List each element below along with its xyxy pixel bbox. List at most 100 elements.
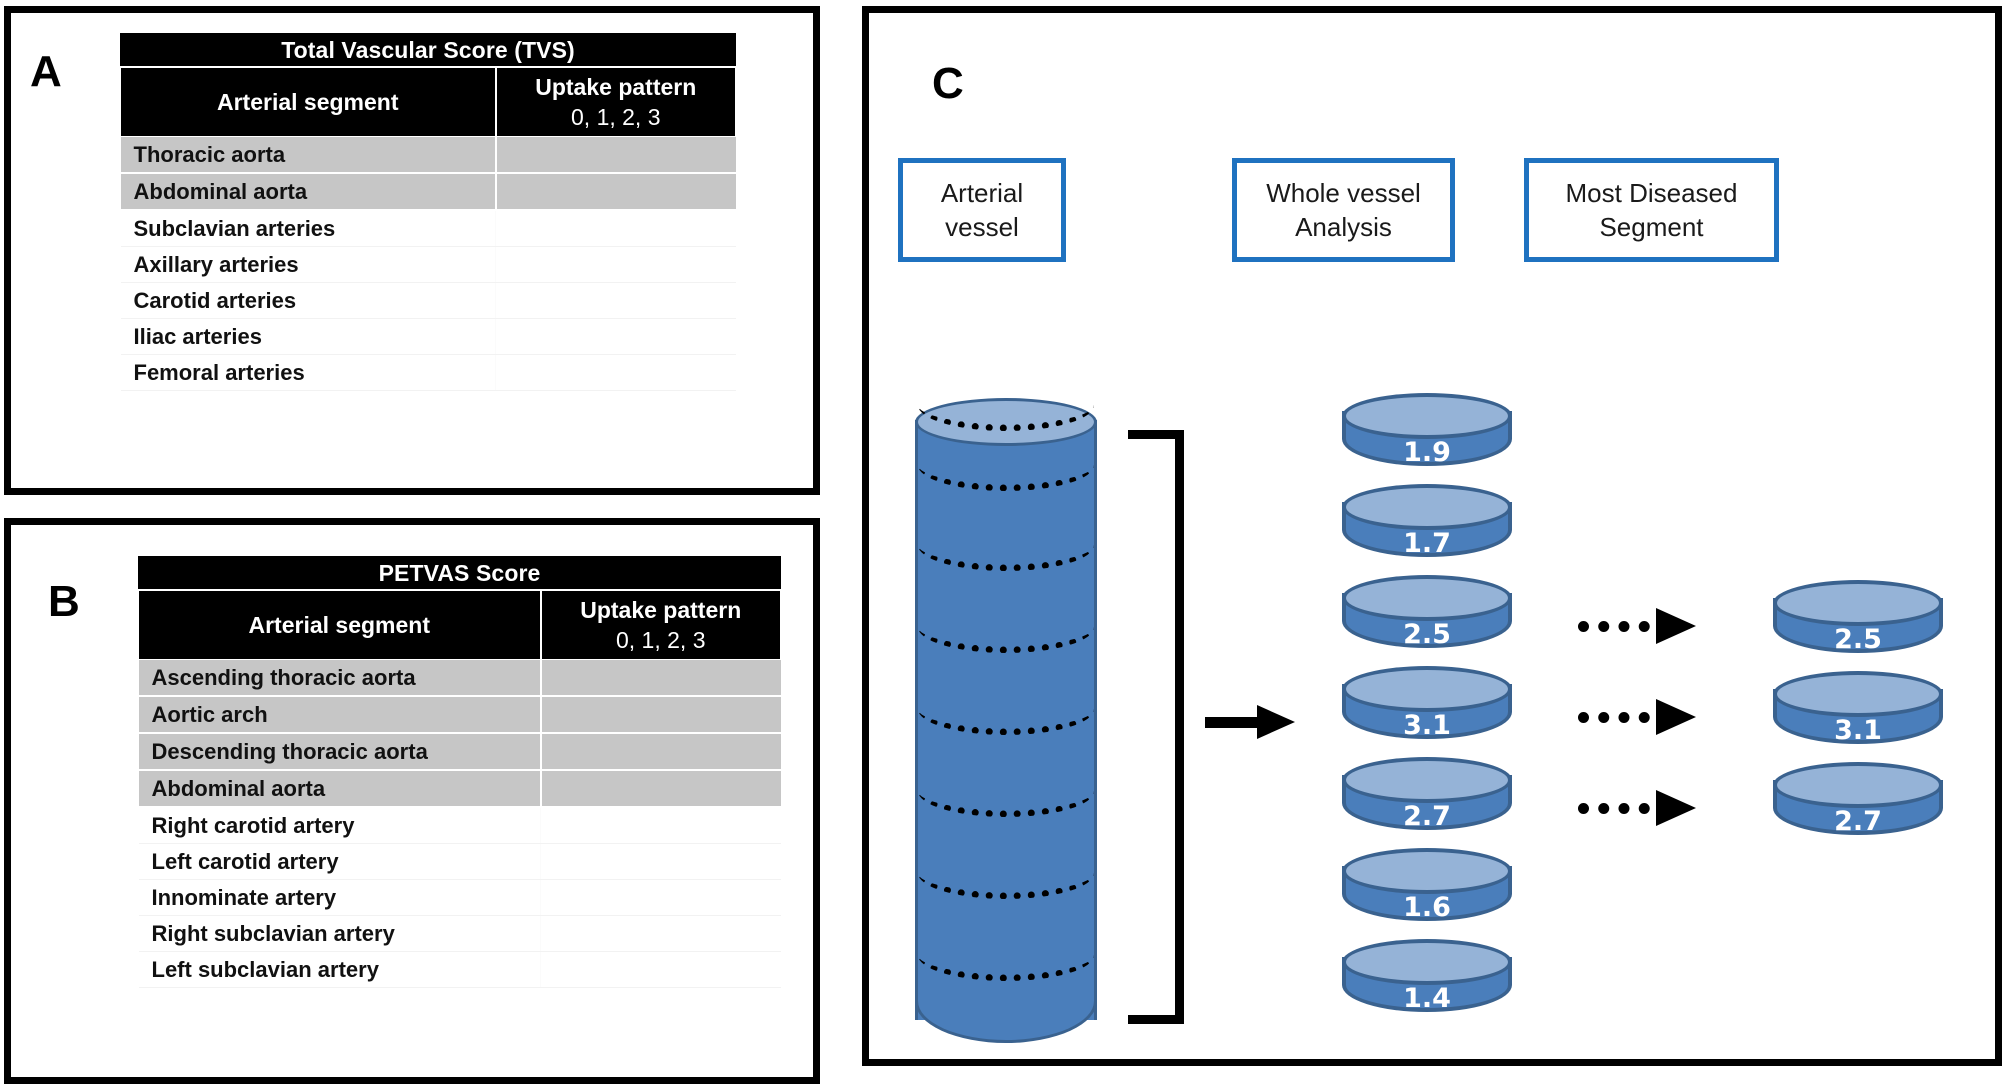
petvas-uptake-cell[interactable]	[540, 807, 781, 844]
panel-a-letter: A	[30, 47, 62, 96]
petvas-uptake-cell[interactable]	[540, 951, 781, 988]
petvas-segment-label: Right carotid artery	[138, 807, 541, 844]
tvs-header-uptake-line2: 0, 1, 2, 3	[571, 103, 661, 130]
table-row: Right carotid artery	[138, 807, 781, 844]
tvs-segment-label: Thoracic aorta	[120, 136, 496, 174]
disc-value: 1.9	[1403, 437, 1451, 468]
table-row: Abdominal aorta	[120, 173, 736, 211]
table-row: Abdominal aorta	[138, 770, 781, 808]
tvs-segment-label: Abdominal aorta	[120, 173, 496, 211]
vessel-grouping-bracket	[1128, 430, 1184, 1024]
petvas-uptake-cell[interactable]	[539, 770, 781, 808]
disc-top-ellipse	[1342, 848, 1512, 894]
dashed-arrow-shaft	[1578, 712, 1670, 723]
arterial-vessel-cylinder-icon	[915, 398, 1097, 1043]
table-row: Left carotid artery	[138, 843, 781, 880]
dashed-arrow-head	[1656, 790, 1696, 826]
disc-top-ellipse	[1773, 762, 1943, 808]
most-diseased-label-line2: Segment	[1599, 212, 1704, 242]
petvas-uptake-cell[interactable]	[539, 733, 781, 771]
dashed-arrow-head	[1656, 699, 1696, 735]
whole-vessel-disc: 3.1	[1342, 666, 1512, 751]
disc-value: 1.7	[1403, 528, 1451, 559]
tvs-segment-label: Iliac arteries	[120, 318, 496, 355]
cylinder-slice-divider	[918, 866, 1094, 899]
tvs-uptake-cell[interactable]	[494, 173, 736, 211]
whole-vessel-disc: 1.9	[1342, 393, 1512, 478]
most-diseased-dashed-arrow-icon	[1578, 699, 1703, 735]
disc-value: 1.4	[1403, 983, 1451, 1014]
tvs-segment-label: Femoral arteries	[120, 354, 496, 391]
tvs-uptake-cell[interactable]	[494, 318, 736, 355]
tvs-uptake-cell[interactable]	[494, 354, 736, 391]
disc-value: 1.6	[1403, 892, 1451, 923]
disc-top-ellipse	[1342, 393, 1512, 439]
cylinder-slice-divider	[918, 784, 1094, 817]
table-row: Axillary arteries	[120, 246, 736, 283]
tvs-uptake-cell[interactable]	[494, 210, 736, 247]
cylinder-slice-divider	[918, 702, 1094, 735]
cylinder-slice-divider	[918, 620, 1094, 653]
petvas-segment-label: Ascending thoracic aorta	[138, 659, 541, 697]
petvas-uptake-cell[interactable]	[539, 659, 781, 697]
petvas-segment-label: Aortic arch	[138, 696, 541, 734]
vessel-to-analysis-arrow-icon	[1205, 705, 1295, 739]
disc-top-ellipse	[1773, 580, 1943, 626]
disc-value: 2.5	[1834, 624, 1882, 655]
whole-vessel-disc: 2.7	[1342, 757, 1512, 842]
tvs-header-uptake: Uptake pattern 0, 1, 2, 3	[494, 66, 737, 137]
arterial-vessel-box: Arterial vessel	[898, 158, 1066, 262]
tvs-uptake-cell[interactable]	[494, 246, 736, 283]
arrow-head	[1257, 705, 1295, 739]
petvas-segment-label: Left carotid artery	[138, 843, 541, 880]
table-row: Subclavian arteries	[120, 210, 736, 247]
petvas-segment-label: Innominate artery	[138, 879, 541, 916]
arrow-shaft	[1205, 717, 1263, 728]
petvas-segment-label: Left subclavian artery	[138, 951, 541, 988]
table-row: Femoral arteries	[120, 354, 736, 391]
petvas-header-uptake-line2: 0, 1, 2, 3	[615, 626, 706, 653]
table-row: Ascending thoracic aorta	[138, 659, 781, 697]
most-diseased-disc: 3.1	[1773, 671, 1943, 756]
dashed-arrow-shaft	[1578, 803, 1670, 814]
disc-top-ellipse	[1342, 666, 1512, 712]
petvas-header-uptake: Uptake pattern 0, 1, 2, 3	[539, 589, 781, 660]
tvs-uptake-cell[interactable]	[494, 282, 736, 319]
disc-top-ellipse	[1342, 939, 1512, 985]
disc-value: 3.1	[1834, 715, 1882, 746]
petvas-segment-label: Descending thoracic aorta	[138, 733, 541, 771]
whole-vessel-analysis-box: Whole vessel Analysis	[1232, 158, 1455, 262]
bracket-top-arm	[1128, 430, 1184, 439]
most-diseased-label-line1: Most Diseased	[1565, 177, 1738, 208]
tvs-table-title: Total Vascular Score (TVS)	[119, 33, 737, 68]
panel-b-letter: B	[48, 577, 80, 626]
whole-vessel-disc: 2.5	[1342, 575, 1512, 660]
petvas-segment-label: Abdominal aorta	[138, 770, 541, 808]
cylinder-slice-divider	[918, 458, 1094, 491]
disc-value: 3.1	[1403, 710, 1451, 741]
petvas-uptake-cell[interactable]	[539, 696, 781, 734]
disc-value: 2.5	[1403, 619, 1451, 650]
most-diseased-disc: 2.7	[1773, 762, 1943, 847]
cylinder-slice-divider	[918, 948, 1094, 981]
petvas-table: PETVAS Score Arterial segment Uptake pat…	[138, 556, 781, 988]
most-diseased-segment-box: Most Diseased Segment	[1524, 158, 1779, 262]
table-row: Thoracic aorta	[120, 136, 736, 174]
whole-vessel-disc: 1.4	[1342, 939, 1512, 1024]
petvas-uptake-cell[interactable]	[540, 879, 781, 916]
most-diseased-disc: 2.5	[1773, 580, 1943, 665]
petvas-uptake-cell[interactable]	[540, 843, 781, 880]
dashed-arrow-shaft	[1578, 621, 1670, 632]
most-diseased-dashed-arrow-icon	[1578, 790, 1703, 826]
table-row: Innominate artery	[138, 879, 781, 916]
whole-vessel-disc: 1.7	[1342, 484, 1512, 569]
tvs-uptake-cell[interactable]	[494, 136, 736, 174]
petvas-uptake-cell[interactable]	[540, 915, 781, 952]
dashed-arrow-head	[1656, 608, 1696, 644]
tvs-header-uptake-line1: Uptake pattern	[535, 73, 697, 100]
tvs-table-title-row: Total Vascular Score (TVS)	[119, 33, 737, 68]
table-row: Iliac arteries	[120, 318, 736, 355]
whole-vessel-label-line2: Analysis	[1295, 212, 1392, 242]
cylinder-slice-divider	[918, 398, 1094, 431]
tvs-segment-label: Carotid arteries	[120, 282, 496, 319]
